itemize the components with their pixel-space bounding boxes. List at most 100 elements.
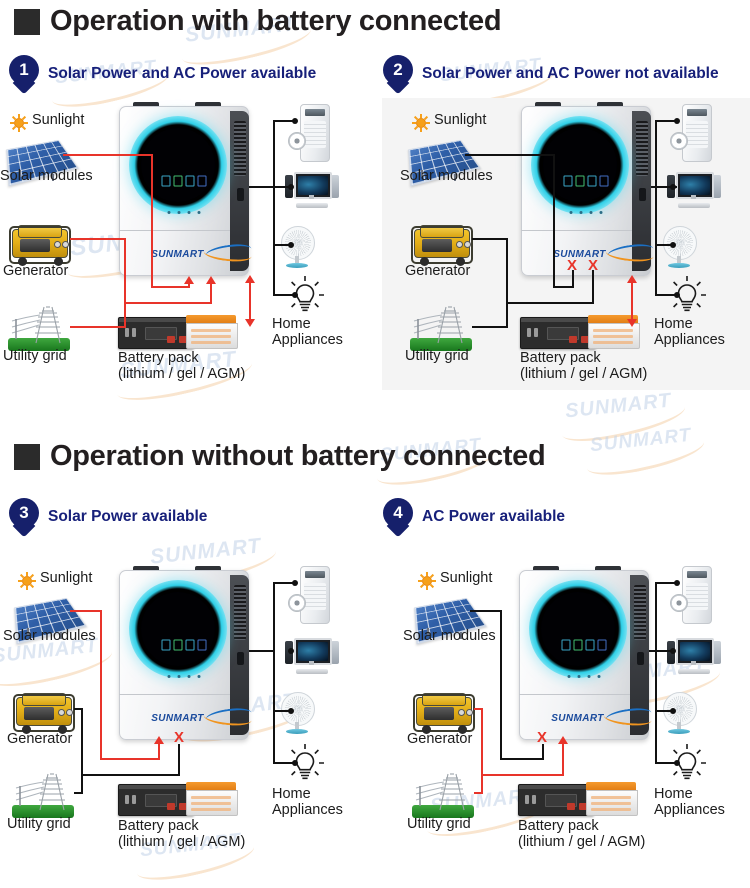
output-node bbox=[674, 760, 680, 766]
flow-solar-line-inactive bbox=[542, 744, 544, 760]
flow-solar-line-inactive bbox=[465, 154, 555, 156]
output-branch-pc bbox=[273, 186, 291, 188]
flow-solar-riser bbox=[188, 284, 190, 288]
home-appliances-label-2: Appliances bbox=[654, 802, 725, 818]
x-mark-ac: X bbox=[588, 257, 599, 274]
battery-pack-label-1: Battery pack bbox=[118, 818, 199, 834]
generator-icon bbox=[12, 688, 76, 734]
solar-modules-label: Solar modules bbox=[400, 168, 493, 184]
output-node bbox=[288, 648, 294, 654]
flow-solar-line-inactive bbox=[500, 610, 502, 760]
generator-label: Generator bbox=[407, 731, 473, 747]
sun-icon bbox=[418, 572, 436, 590]
case-number: 1 bbox=[19, 60, 29, 79]
output-node bbox=[288, 184, 294, 190]
panel-case-2: Sunlight Solar modules Generator bbox=[382, 98, 750, 390]
utility-grid-label: Utility grid bbox=[407, 816, 471, 832]
output-node bbox=[292, 580, 298, 586]
utility-grid-label: Utility grid bbox=[7, 816, 71, 832]
flow-solar-line-inactive bbox=[553, 154, 555, 288]
utility-grid-icon bbox=[410, 303, 472, 351]
output-node bbox=[292, 118, 298, 124]
output-bus-line bbox=[249, 650, 275, 652]
air-conditioner-icon bbox=[670, 566, 712, 624]
output-node bbox=[288, 242, 294, 248]
case-heading-1: 1 Solar Power and AC Power available bbox=[9, 55, 316, 95]
output-branch-ac bbox=[273, 120, 295, 122]
output-node bbox=[670, 184, 676, 190]
generator-label: Generator bbox=[405, 263, 471, 279]
flow-arrow-battery-up bbox=[245, 275, 255, 283]
flow-arrow-battery-down bbox=[627, 319, 637, 327]
flow-solar-line bbox=[70, 610, 102, 612]
inverter-brand-logo: SUNMART bbox=[551, 713, 604, 724]
flow-ac-riser bbox=[562, 744, 564, 776]
sunlight-label: Sunlight bbox=[32, 112, 85, 128]
generator-icon bbox=[410, 220, 474, 266]
battery-pack-label-2: (lithium / gel / AGM) bbox=[520, 366, 648, 382]
output-bus-line bbox=[273, 120, 275, 294]
output-branch-fan bbox=[273, 244, 291, 246]
flow-solar-line-inactive bbox=[553, 286, 574, 288]
flow-grid-line bbox=[474, 792, 483, 794]
case-heading-4: 4 AC Power available bbox=[383, 498, 566, 538]
generator-icon bbox=[8, 220, 72, 266]
battery-pack-label-2: (lithium / gel / AGM) bbox=[118, 834, 246, 850]
x-mark-solar: X bbox=[537, 729, 548, 746]
flow-grid-line-inactive bbox=[472, 326, 508, 328]
generator-label: Generator bbox=[7, 731, 73, 747]
home-appliances-label-1: Home bbox=[272, 786, 311, 802]
output-branch-fan bbox=[655, 244, 673, 246]
case-pin-icon: 3 bbox=[9, 498, 39, 538]
case-number: 3 bbox=[19, 503, 29, 522]
flow-grid-line-inactive bbox=[74, 792, 83, 794]
battery-pack-label-1: Battery pack bbox=[118, 350, 199, 366]
output-node bbox=[674, 292, 680, 298]
inverter-brand-logo: SUNMART bbox=[151, 249, 204, 260]
watermark: SUNMART bbox=[583, 425, 708, 483]
output-branch-bulb bbox=[273, 762, 295, 764]
air-conditioner-icon bbox=[288, 104, 330, 162]
flow-arrow-ac bbox=[206, 276, 216, 284]
flow-grid-line bbox=[70, 326, 126, 328]
flow-ac-line bbox=[481, 774, 564, 776]
output-branch-bulb bbox=[273, 294, 295, 296]
utility-grid-label: Utility grid bbox=[3, 348, 67, 364]
output-node bbox=[674, 580, 680, 586]
flow-generator-line-inactive bbox=[81, 708, 83, 794]
utility-grid-icon bbox=[8, 303, 70, 351]
flow-generator-line bbox=[474, 708, 483, 710]
flow-solar-line bbox=[100, 610, 102, 760]
inverter-unit: SUNMART bbox=[521, 102, 651, 276]
case-number: 2 bbox=[393, 60, 403, 79]
case-number: 4 bbox=[393, 503, 403, 522]
case-pin-icon: 1 bbox=[9, 55, 39, 95]
fan-icon bbox=[660, 226, 698, 268]
sun-icon bbox=[412, 114, 430, 132]
output-node bbox=[670, 708, 676, 714]
flow-battery-line bbox=[249, 283, 251, 321]
utility-grid-label: Utility grid bbox=[405, 348, 469, 364]
output-bus-line bbox=[651, 186, 677, 188]
section-heading-2: Operation without battery connected bbox=[14, 440, 546, 473]
battery-pack-icon bbox=[518, 780, 638, 818]
output-branch-ac bbox=[655, 120, 677, 122]
battery-pack-icon bbox=[520, 313, 640, 351]
flow-arrow-battery-up bbox=[627, 275, 637, 283]
case-heading-3: 3 Solar Power available bbox=[9, 498, 207, 538]
flow-ac-line-inactive bbox=[592, 270, 594, 304]
flow-generator-line-inactive bbox=[472, 238, 508, 240]
home-appliances-label-2: Appliances bbox=[272, 802, 343, 818]
case-title: AC Power available bbox=[422, 508, 566, 525]
sunlight-label: Sunlight bbox=[434, 112, 487, 128]
case-title: Solar Power and AC Power not available bbox=[422, 65, 719, 82]
flow-generator-line bbox=[70, 238, 126, 240]
fan-icon bbox=[660, 692, 698, 734]
solar-modules-icon bbox=[408, 136, 481, 187]
case-pin-icon: 2 bbox=[383, 55, 413, 95]
flow-solar-riser bbox=[158, 744, 160, 760]
output-branch-bulb bbox=[655, 294, 677, 296]
flow-solar-line bbox=[151, 286, 190, 288]
output-node bbox=[292, 760, 298, 766]
solar-modules-icon bbox=[14, 594, 87, 645]
